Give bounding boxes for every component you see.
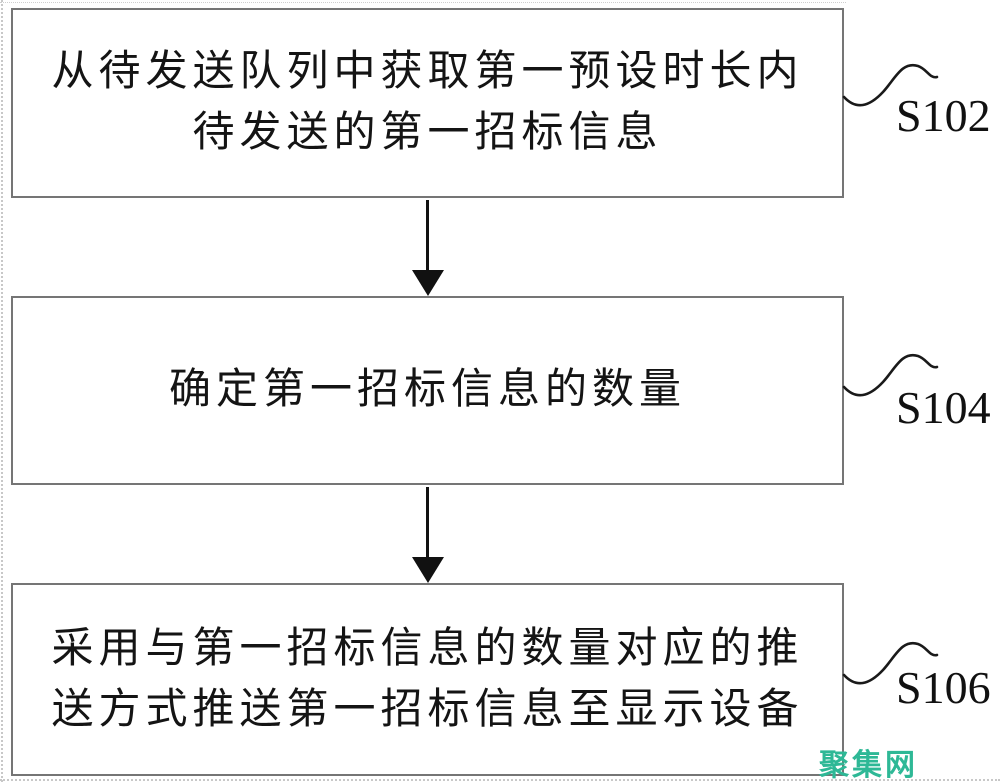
flow-arrowhead-down-icon	[412, 557, 444, 583]
scan-artifact-left-line	[1, 0, 3, 782]
scan-artifact-top-line	[0, 2, 846, 3]
flow-step-text-line: 采用与第一招标信息的数量对应的推	[51, 625, 804, 672]
flow-step-box-s106: 采用与第一招标信息的数量对应的推 送方式推送第一招标信息至显示设备	[11, 583, 844, 776]
flow-step-box-s102: 从待发送队列中获取第一预设时长内 待发送的第一招标信息	[11, 8, 844, 198]
flow-step-text-line: 确定第一招标信息的数量	[168, 367, 686, 413]
flow-arrowhead-down-icon	[412, 270, 444, 296]
flow-arrow-line	[426, 200, 429, 272]
watermark-juji-net: 聚集网	[819, 748, 918, 782]
tilde-connector-icon	[842, 641, 939, 685]
step-label-s104: S104	[896, 382, 991, 433]
tilde-connector-icon	[842, 63, 939, 107]
flow-step-text-line: 送方式推送第一招标信息至显示设备	[51, 686, 804, 733]
flow-step-text-line: 待发送的第一招标信息	[192, 110, 663, 156]
scan-artifact-bottom-line	[0, 779, 1000, 781]
step-label-s106: S106	[896, 662, 991, 713]
tilde-connector-icon	[842, 353, 939, 397]
flow-step-text-line: 从待发送队列中获取第一预设时长内	[51, 49, 804, 95]
flow-step-box-s104: 确定第一招标信息的数量	[11, 296, 844, 485]
step-label-s102: S102	[896, 90, 991, 141]
flow-arrow-line	[426, 487, 429, 559]
